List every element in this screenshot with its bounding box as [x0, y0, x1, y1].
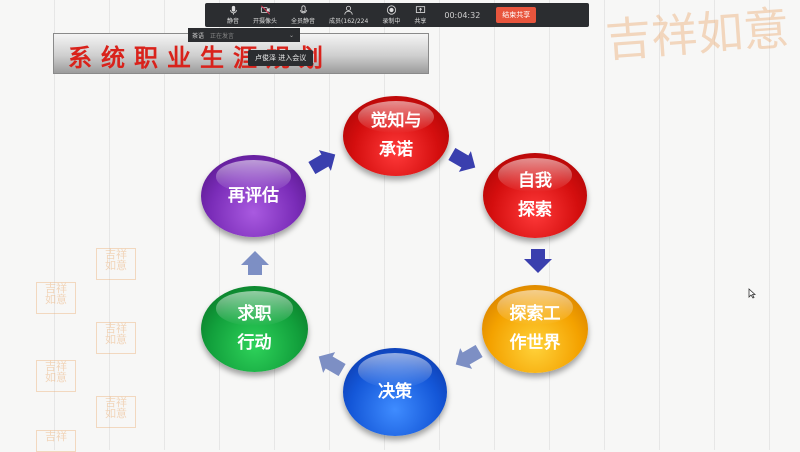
share-icon — [415, 6, 425, 13]
arrow-up-icon — [241, 251, 269, 275]
watermark-stamp: 吉祥如意 — [96, 396, 136, 428]
arrow-right-up-icon — [308, 150, 336, 174]
watermark-logo: 吉祥如意 — [603, 0, 791, 68]
members-label: 成员(162/224 — [329, 18, 369, 25]
share-label: 共享 — [414, 18, 427, 25]
meeting-toolbar: 静音 开摄像头 全员静音 成员(162/224 录制中 共享 00:04:32 … — [205, 3, 589, 27]
node-reevaluate: 再评估 — [201, 155, 306, 237]
watermark-stamp: 吉祥如意 — [96, 322, 136, 354]
mute-label: 静音 — [227, 18, 240, 25]
speaker-name: 茶语 — [192, 32, 205, 40]
mute-button[interactable]: 静音 — [227, 5, 239, 25]
arrow-right-down-icon — [448, 148, 476, 172]
record-button[interactable]: 录制中 — [382, 5, 400, 25]
watermark-stamp: 吉祥 — [36, 430, 76, 452]
node-reevaluate-label: 再评估 — [228, 185, 279, 206]
join-notification: 卢俊泽 进入会议 — [248, 50, 314, 66]
speaker-indicator[interactable]: 茶语 正在发言 ⌄ — [188, 28, 300, 42]
record-label: 录制中 — [382, 18, 401, 25]
share-button[interactable]: 共享 — [414, 5, 426, 25]
node-self-exploration-label: 自我 探索 — [518, 170, 552, 220]
mute-all-button[interactable]: 全员静音 — [291, 5, 315, 25]
node-awareness: 觉知与 承诺 — [343, 96, 449, 176]
arrow-left-icon — [318, 352, 346, 376]
members-icon — [344, 5, 353, 15]
speaker-status: 正在发言 — [210, 32, 235, 40]
mute-all-icon — [299, 5, 307, 14]
camera-button[interactable]: 开摄像头 — [253, 5, 277, 25]
node-explore-work-world: 探索工 作世界 — [482, 285, 588, 373]
end-share-button[interactable]: 结束共享 — [496, 7, 537, 23]
watermark-stamp: 吉祥如意 — [36, 282, 76, 314]
chevron-down-icon[interactable]: ⌄ — [288, 31, 294, 39]
record-icon — [386, 5, 396, 15]
mouse-cursor-icon — [748, 288, 756, 299]
node-decision: 决策 — [343, 348, 447, 436]
node-awareness-label: 觉知与 承诺 — [370, 111, 422, 160]
mute-all-label: 全员静音 — [291, 18, 316, 25]
watermark-stamp: 吉祥如意 — [96, 248, 136, 280]
node-explore-work-world-label: 探索工 作世界 — [509, 304, 561, 353]
microphone-icon — [229, 5, 237, 15]
meeting-timer: 00:04:32 — [444, 10, 481, 20]
node-job-action-label: 求职 行动 — [237, 304, 272, 353]
camera-icon — [260, 5, 270, 15]
arrow-left-down-icon — [455, 345, 483, 369]
watermark-stamp: 吉祥如意 — [36, 360, 76, 392]
node-self-exploration: 自我 探索 — [483, 153, 587, 238]
arrow-down-icon — [524, 249, 552, 273]
members-button[interactable]: 成员(162/224 — [329, 5, 368, 25]
node-job-action: 求职 行动 — [201, 286, 308, 372]
node-decision-label: 决策 — [378, 381, 412, 402]
camera-label: 开摄像头 — [253, 18, 278, 25]
